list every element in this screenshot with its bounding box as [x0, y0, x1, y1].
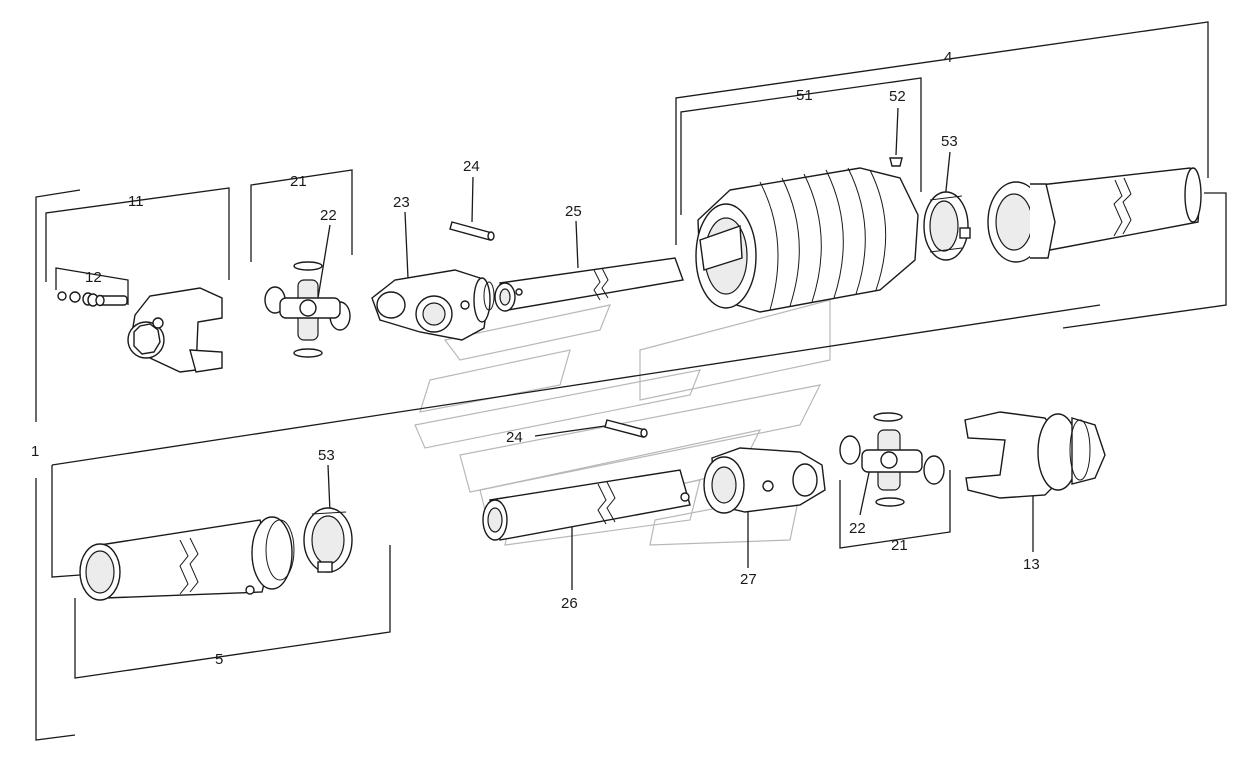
- part-inner-tube: [494, 257, 684, 312]
- label-22-top: 22: [320, 207, 337, 224]
- label-26: 26: [561, 595, 578, 612]
- label-4: 4: [944, 49, 952, 66]
- callout-labels: 1 4 5 11 12 13 21 21 22 22 23 24 24 25 2…: [31, 49, 1040, 668]
- part-outer-tube-bottom: [79, 516, 295, 601]
- part-cross-kit-top: [264, 261, 351, 358]
- label-25: 25: [565, 203, 582, 220]
- part-inner-yoke: [371, 269, 495, 341]
- part-cross-kit-bottom: [839, 412, 945, 507]
- label-12: 12: [85, 269, 102, 286]
- label-21-bottom: 21: [891, 537, 908, 554]
- label-23: 23: [393, 194, 410, 211]
- part-outer-yoke: [964, 411, 1106, 499]
- part-bearing-ring-bottom: [303, 507, 353, 573]
- label-27: 27: [740, 571, 757, 588]
- part-outer-tube-assembly: [987, 167, 1202, 263]
- label-1: 1: [31, 443, 39, 460]
- label-52: 52: [889, 88, 906, 105]
- part-inner-yoke-bottom: [703, 447, 826, 514]
- label-51: 51: [796, 87, 813, 104]
- label-53-top: 53: [941, 133, 958, 150]
- part-roll-pin-top: [449, 221, 495, 241]
- part-bolt-set: [57, 291, 128, 307]
- bracket-lines: [35, 21, 1227, 741]
- part-screw: [889, 157, 903, 167]
- label-24-bottom: 24: [506, 429, 523, 446]
- label-24-top: 24: [463, 158, 480, 175]
- part-roll-pin-bottom: [604, 419, 648, 438]
- label-21-top: 21: [290, 173, 307, 190]
- label-13: 13: [1023, 556, 1040, 573]
- part-guard-cone: [695, 167, 919, 313]
- label-22-bottom: 22: [849, 520, 866, 537]
- label-11: 11: [128, 193, 144, 210]
- part-splined-yoke: [127, 287, 223, 373]
- label-53-bottom: 53: [318, 447, 335, 464]
- label-5: 5: [215, 651, 223, 668]
- part-bearing-ring-top: [923, 191, 971, 261]
- part-inner-tube-bottom: [482, 469, 691, 541]
